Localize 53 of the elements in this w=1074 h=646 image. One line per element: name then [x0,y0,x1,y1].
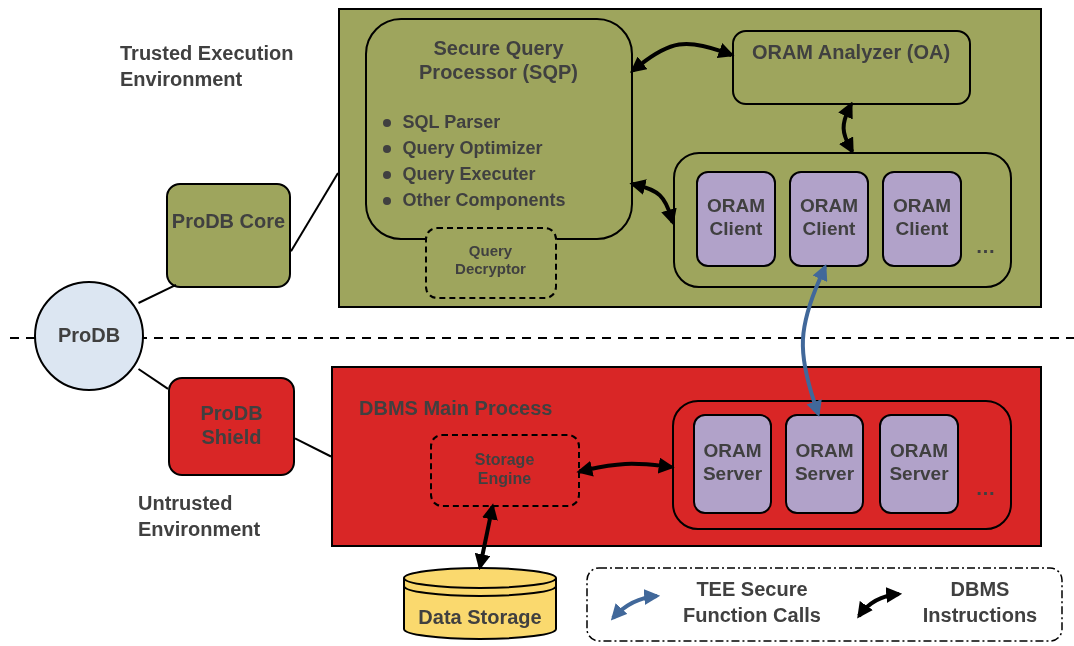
legend-text: TEE Secure Function Calls [682,577,822,628]
environment-label: Trusted Execution Environment [120,41,295,92]
bullet-item: Query Optimizer [380,137,543,159]
node-label: Data Storage [417,605,543,629]
connector-line [294,437,332,458]
main-process-panel [331,366,1042,547]
node-label: Storage Engine [473,449,536,488]
double-arrow [800,264,828,418]
double-arrow [838,101,854,155]
double-arrow [576,457,675,477]
server-box [879,414,959,514]
node-label: ORAM Server [888,440,950,486]
node-label: ProDB Core [170,209,287,233]
node-label: Query Decryptor [454,241,527,278]
processor-box [364,17,633,240]
node-label: ORAM Server [701,440,764,486]
server-group-box [671,399,1012,530]
circle-node [34,281,144,391]
node-label: ORAM Server [793,440,856,486]
box-heading: Secure Query Processor (SQP) [418,35,579,84]
environment-label: Untrusted Environment [138,491,262,542]
double-arrow [474,503,498,571]
node-label: ProDB Shield [199,401,264,449]
bullet-item: SQL Parser [380,111,501,133]
legend-text: DBMS Instructions [921,577,1039,628]
bullet-item: Other Components [380,189,566,211]
connector-line [290,172,339,253]
node-label: ORAM Analyzer (OA) [750,39,952,64]
storage-engine-box [429,433,580,507]
trusted-environment-panel [338,8,1042,308]
server-box [693,414,772,514]
node-label: ORAM Client [891,195,953,241]
bullet-item: Query Executer [380,163,536,185]
component-box [166,183,291,288]
ellipsis-text: … [974,475,996,500]
panel-heading: DBMS Main Process [359,396,554,420]
ellipsis-text: … [974,233,996,258]
database-cylinder [403,567,557,640]
analyzer-box [731,29,971,105]
node-label: ORAM Client [798,195,860,241]
component-box [168,377,295,476]
node-label: ProDB [56,323,122,347]
connector-line [137,368,169,390]
node-label: ORAM Client [705,195,767,241]
client-box [882,171,962,267]
client-box [696,171,776,267]
decryptor-box [424,226,557,299]
connector-line [137,283,177,304]
double-arrow [629,179,677,226]
server-box [785,414,864,514]
client-box [789,171,869,267]
double-arrow [630,41,735,73]
client-group-box [672,151,1012,288]
